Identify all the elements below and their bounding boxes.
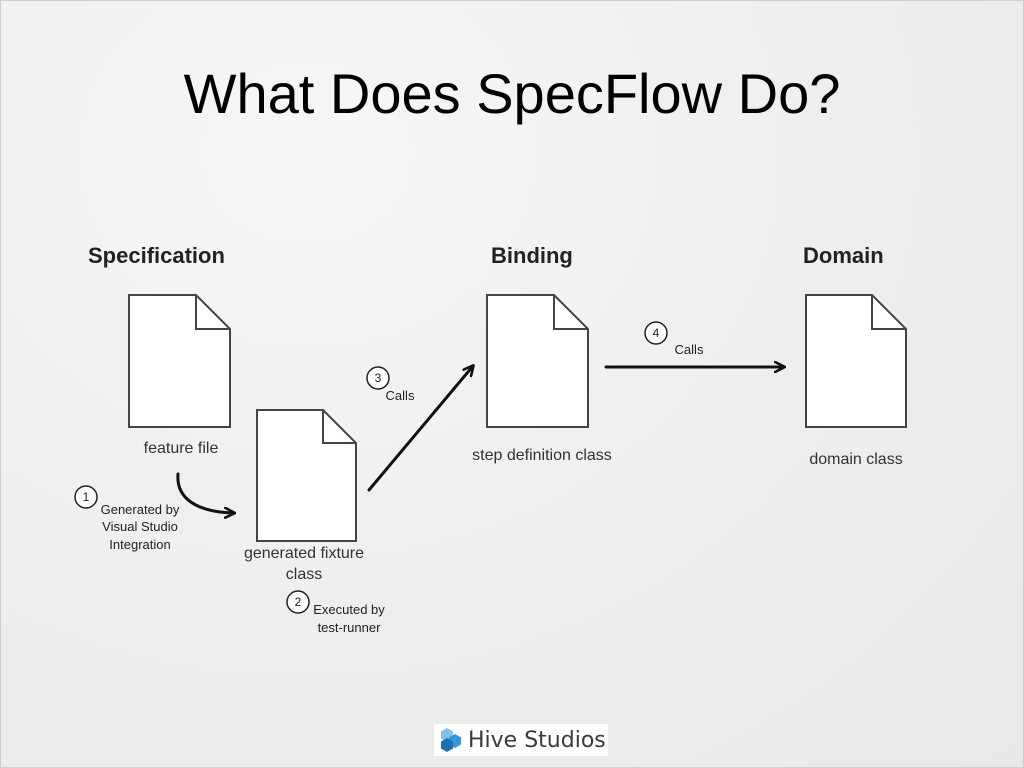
step-2-number: 2 xyxy=(295,595,302,609)
step-definition-label: step definition class xyxy=(472,447,612,464)
step-2-text-line-1: Executed by xyxy=(313,602,385,617)
brand-name: Hive Studios xyxy=(468,727,606,753)
step-3-text: Calls xyxy=(386,388,415,403)
step-1-text-line-2: Visual Studio xyxy=(102,519,178,534)
step-definition-document-icon xyxy=(486,294,589,428)
step-3-number: 3 xyxy=(375,371,382,385)
step-1-text-line-1: Generated by xyxy=(101,502,180,517)
step-4-number: 4 xyxy=(653,326,660,340)
step-4-text: Calls xyxy=(675,342,704,357)
step-1-text-line-3: Integration xyxy=(109,537,170,552)
step-1-number: 1 xyxy=(83,490,90,504)
heading-binding: Binding xyxy=(491,243,573,268)
slide-title: What Does SpecFlow Do? xyxy=(183,62,841,125)
generated-fixture-document-icon xyxy=(256,409,357,542)
domain-class-document-icon xyxy=(805,294,907,428)
step-4-marker: 4 xyxy=(644,321,668,345)
hive-studios-logo: Hive Studios xyxy=(434,724,608,756)
heading-domain: Domain xyxy=(803,243,884,268)
generated-fixture-label-line-2: class xyxy=(286,566,322,583)
arrow-calls-binding xyxy=(367,366,473,492)
hive-hexagon-icon xyxy=(441,728,461,752)
step-2-marker: 2 xyxy=(286,590,310,614)
step-3-marker: 3 xyxy=(366,366,390,390)
step-1-marker: 1 xyxy=(74,485,98,509)
generated-fixture-label-line-1: generated fixture xyxy=(244,545,364,562)
feature-file-label: feature file xyxy=(144,440,219,457)
arrow-generated xyxy=(176,472,234,513)
feature-file-document-icon xyxy=(128,294,231,428)
step-2-text-line-2: test-runner xyxy=(318,620,382,635)
heading-specification: Specification xyxy=(88,243,225,268)
domain-class-label: domain class xyxy=(809,451,902,468)
